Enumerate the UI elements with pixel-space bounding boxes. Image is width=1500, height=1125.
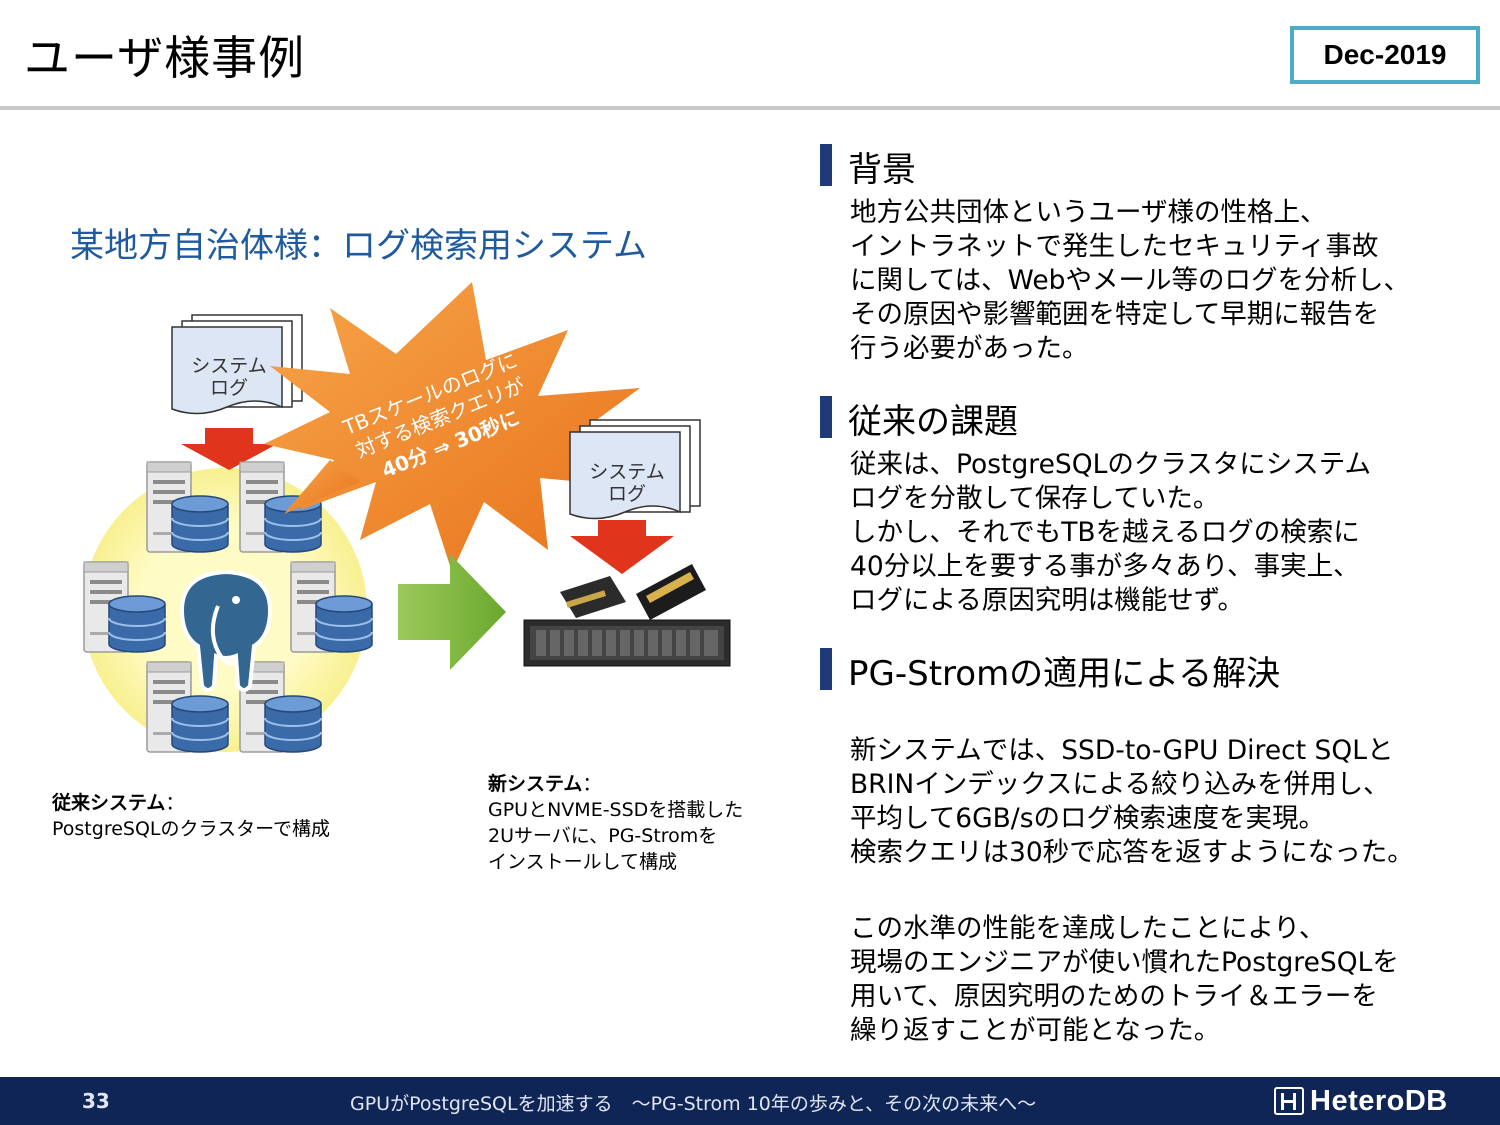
down-arrow-icon: [181, 428, 277, 470]
log-doc-label-2: ログ: [608, 483, 646, 505]
section-title: 従来の課題: [848, 402, 1018, 442]
section-text: この水準の性能を達成したことにより、 現場のエンジニアが使い慣れたPostgre…: [850, 913, 1399, 1046]
section-text: 従来は、PostgreSQLのクラスタにシステム ログを分散して保存していた。 …: [850, 449, 1372, 616]
logo-text: HeteroDB: [1310, 1084, 1448, 1117]
log-doc-label-1: システム: [589, 461, 664, 483]
section-text: 地方公共団体というユーザ様の性格上、 イントラネットで発生したセキュリティ事故 …: [850, 197, 1410, 364]
heterodb-logo: HeteroDB: [1274, 1085, 1448, 1117]
new-system-caption: 新システム： GPUとNVME-SSDを搭載した 2Uサーバに、PG-Strom…: [488, 745, 743, 901]
footer: 33 GPUがPostgreSQLを加速する ～PG-Strom 10年の歩みと…: [0, 1077, 1500, 1125]
right-arrow-icon: [398, 554, 506, 670]
database-icon: [108, 595, 166, 653]
postgresql-elephant-icon: [179, 569, 273, 692]
section-text: 新システムでは、SSD-to-GPU Direct SQLと BRINインデック…: [850, 735, 1414, 868]
rack-server-icon: [523, 619, 731, 667]
log-doc-label-1: システム: [191, 355, 266, 377]
page-number: 33: [82, 1089, 110, 1113]
date-badge: Dec-2019: [1290, 26, 1480, 84]
new-system-caption-colon: ：: [582, 773, 602, 795]
section-solution: PG-Stromの適用による解決 新システムでは、SSD-to-GPU Dire…: [820, 646, 1480, 1082]
old-system-caption-colon: ：: [165, 792, 185, 814]
old-system-caption-title: 従来システム: [52, 792, 166, 814]
gpu-card-icon: [560, 564, 706, 620]
system-diagram: システム ログ TBスケールのログに 対する検索クエリが 40分 ⇒ 30秒に …: [83, 282, 731, 753]
database-icon: [171, 695, 229, 753]
section-issue: 従来の課題 従来は、PostgreSQLのクラスタにシステム ログを分散して保存…: [820, 394, 1480, 618]
database-icon: [264, 695, 322, 753]
section-bar: [820, 144, 832, 186]
footer-title: GPUがPostgreSQLを加速する ～PG-Strom 10年の歩みと、その…: [350, 1093, 1037, 1115]
logo-mark-icon: [1274, 1087, 1304, 1115]
case-title: 某地方自治体様：ログ検索用システム: [70, 226, 647, 266]
database-icon: [315, 595, 373, 653]
database-icon: [171, 495, 229, 553]
burst-pointer: [284, 460, 360, 514]
section-title: PG-Stromの適用による解決: [848, 654, 1281, 694]
old-system-caption: 従来システム： PostgreSQLのクラスターで構成: [52, 790, 330, 842]
header-divider: [0, 106, 1500, 110]
burst-callout: [264, 282, 640, 572]
section-bar: [820, 648, 832, 690]
section-title: 背景: [848, 150, 916, 190]
section-bar: [820, 396, 832, 438]
log-doc-label-2: ログ: [210, 377, 248, 399]
section-background: 背景 地方公共団体というユーザ様の性格上、 イントラネットで発生したセキュリティ…: [820, 142, 1480, 366]
old-system-caption-text: PostgreSQLのクラスターで構成: [52, 818, 330, 840]
new-system-caption-title: 新システム: [488, 773, 583, 795]
page-title: ユーザ様事例: [24, 31, 306, 85]
new-system-caption-text: GPUとNVME-SSDを搭載した 2Uサーバに、PG-Stromを インストー…: [488, 799, 744, 873]
down-arrow-icon: [570, 520, 674, 574]
